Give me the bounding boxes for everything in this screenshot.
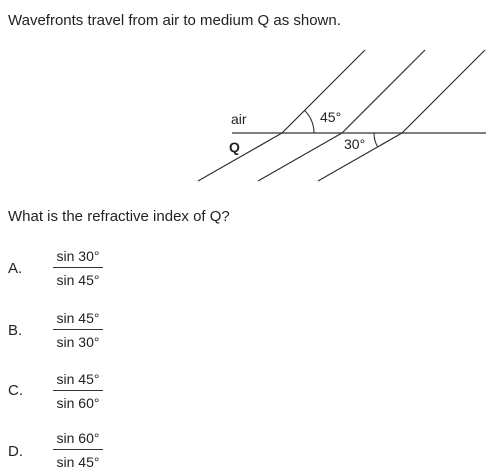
- label-air: air: [231, 111, 247, 127]
- option-c-denominator: sin 60°: [56, 395, 100, 411]
- option-b-denominator: sin 30°: [56, 334, 100, 350]
- option-d-numerator: sin 60°: [56, 430, 100, 446]
- option-c-letter: C.: [8, 382, 23, 399]
- option-a-numerator: sin 30°: [56, 248, 100, 264]
- label-angle-30: 30°: [344, 136, 365, 152]
- option-d-fraction[interactable]: sin 60° sin 45°: [53, 429, 103, 471]
- incident-wavefront-1: [281, 49, 366, 134]
- option-a-letter: A.: [8, 260, 23, 277]
- incident-wavefront-3: [401, 49, 486, 134]
- wavefront-diagram: air Q 45° 30°: [197, 49, 486, 182]
- option-d-letter: D.: [8, 443, 23, 460]
- question-intro: Wavefronts travel from air to medium Q a…: [8, 12, 341, 29]
- option-c-numerator: sin 45°: [56, 371, 100, 387]
- fraction-bar: [53, 329, 103, 330]
- option-b-numerator: sin 45°: [56, 310, 100, 326]
- refracted-wavefront-1: [197, 132, 283, 182]
- incident-wavefront-2: [341, 49, 426, 134]
- incident-angle-arc: [304, 110, 315, 134]
- refracted-angle-arc: [373, 132, 379, 148]
- option-d-denominator: sin 45°: [56, 454, 100, 470]
- label-angle-45: 45°: [320, 109, 341, 125]
- label-q: Q: [229, 139, 240, 155]
- fraction-bar: [53, 390, 103, 391]
- refracted-wavefront-3: [317, 132, 403, 182]
- question-prompt: What is the refractive index of Q?: [8, 208, 230, 225]
- fraction-bar: [53, 267, 103, 268]
- option-c-fraction[interactable]: sin 45° sin 60°: [53, 370, 103, 412]
- option-b-letter: B.: [8, 322, 23, 339]
- option-a-fraction[interactable]: sin 30° sin 45°: [53, 247, 103, 289]
- fraction-bar: [53, 449, 103, 450]
- refracted-wavefront-2: [257, 132, 343, 182]
- option-a-denominator: sin 45°: [56, 272, 100, 288]
- option-b-fraction[interactable]: sin 45° sin 30°: [53, 309, 103, 351]
